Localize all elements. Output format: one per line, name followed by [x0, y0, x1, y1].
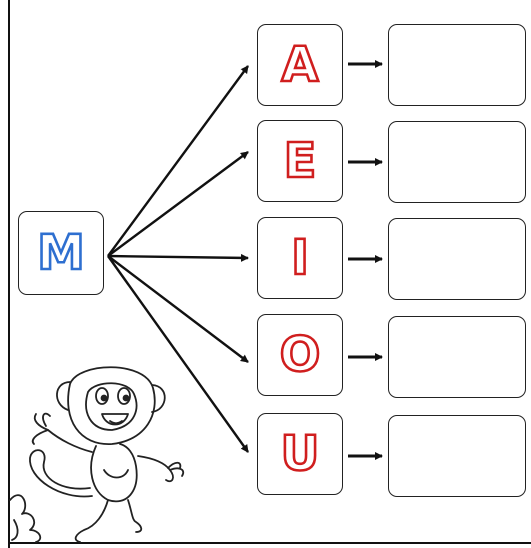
vowel-box-e: E — [257, 120, 343, 202]
answer-box-4[interactable] — [388, 316, 526, 398]
source-letter: M — [36, 225, 86, 281]
answer-box-5[interactable] — [388, 415, 526, 497]
vowel-letter-i: I — [290, 230, 310, 286]
vowel-letter-u: U — [279, 426, 321, 482]
vowel-box-a: A — [257, 24, 343, 106]
vowel-letter-a: A — [280, 37, 320, 93]
vowel-letter-o: O — [278, 327, 321, 383]
answer-box-3[interactable] — [388, 218, 526, 300]
arrow-m-to-e — [107, 151, 249, 257]
answer-box-1[interactable] — [388, 24, 526, 106]
arrow-m-to-a — [107, 65, 249, 257]
arrow-m-to-u — [107, 255, 249, 453]
page-border-left — [8, 0, 10, 548]
arrow-m-to-i — [107, 253, 249, 262]
vowel-box-u: U — [257, 413, 343, 495]
vowel-letter-e: E — [282, 133, 317, 189]
vowel-box-o: O — [257, 314, 343, 396]
vowel-box-i: I — [257, 217, 343, 299]
arrow-m-to-o — [107, 255, 249, 363]
page-border-bottom — [8, 542, 531, 544]
answer-box-2[interactable] — [388, 121, 526, 203]
source-letter-box: M — [18, 211, 104, 295]
